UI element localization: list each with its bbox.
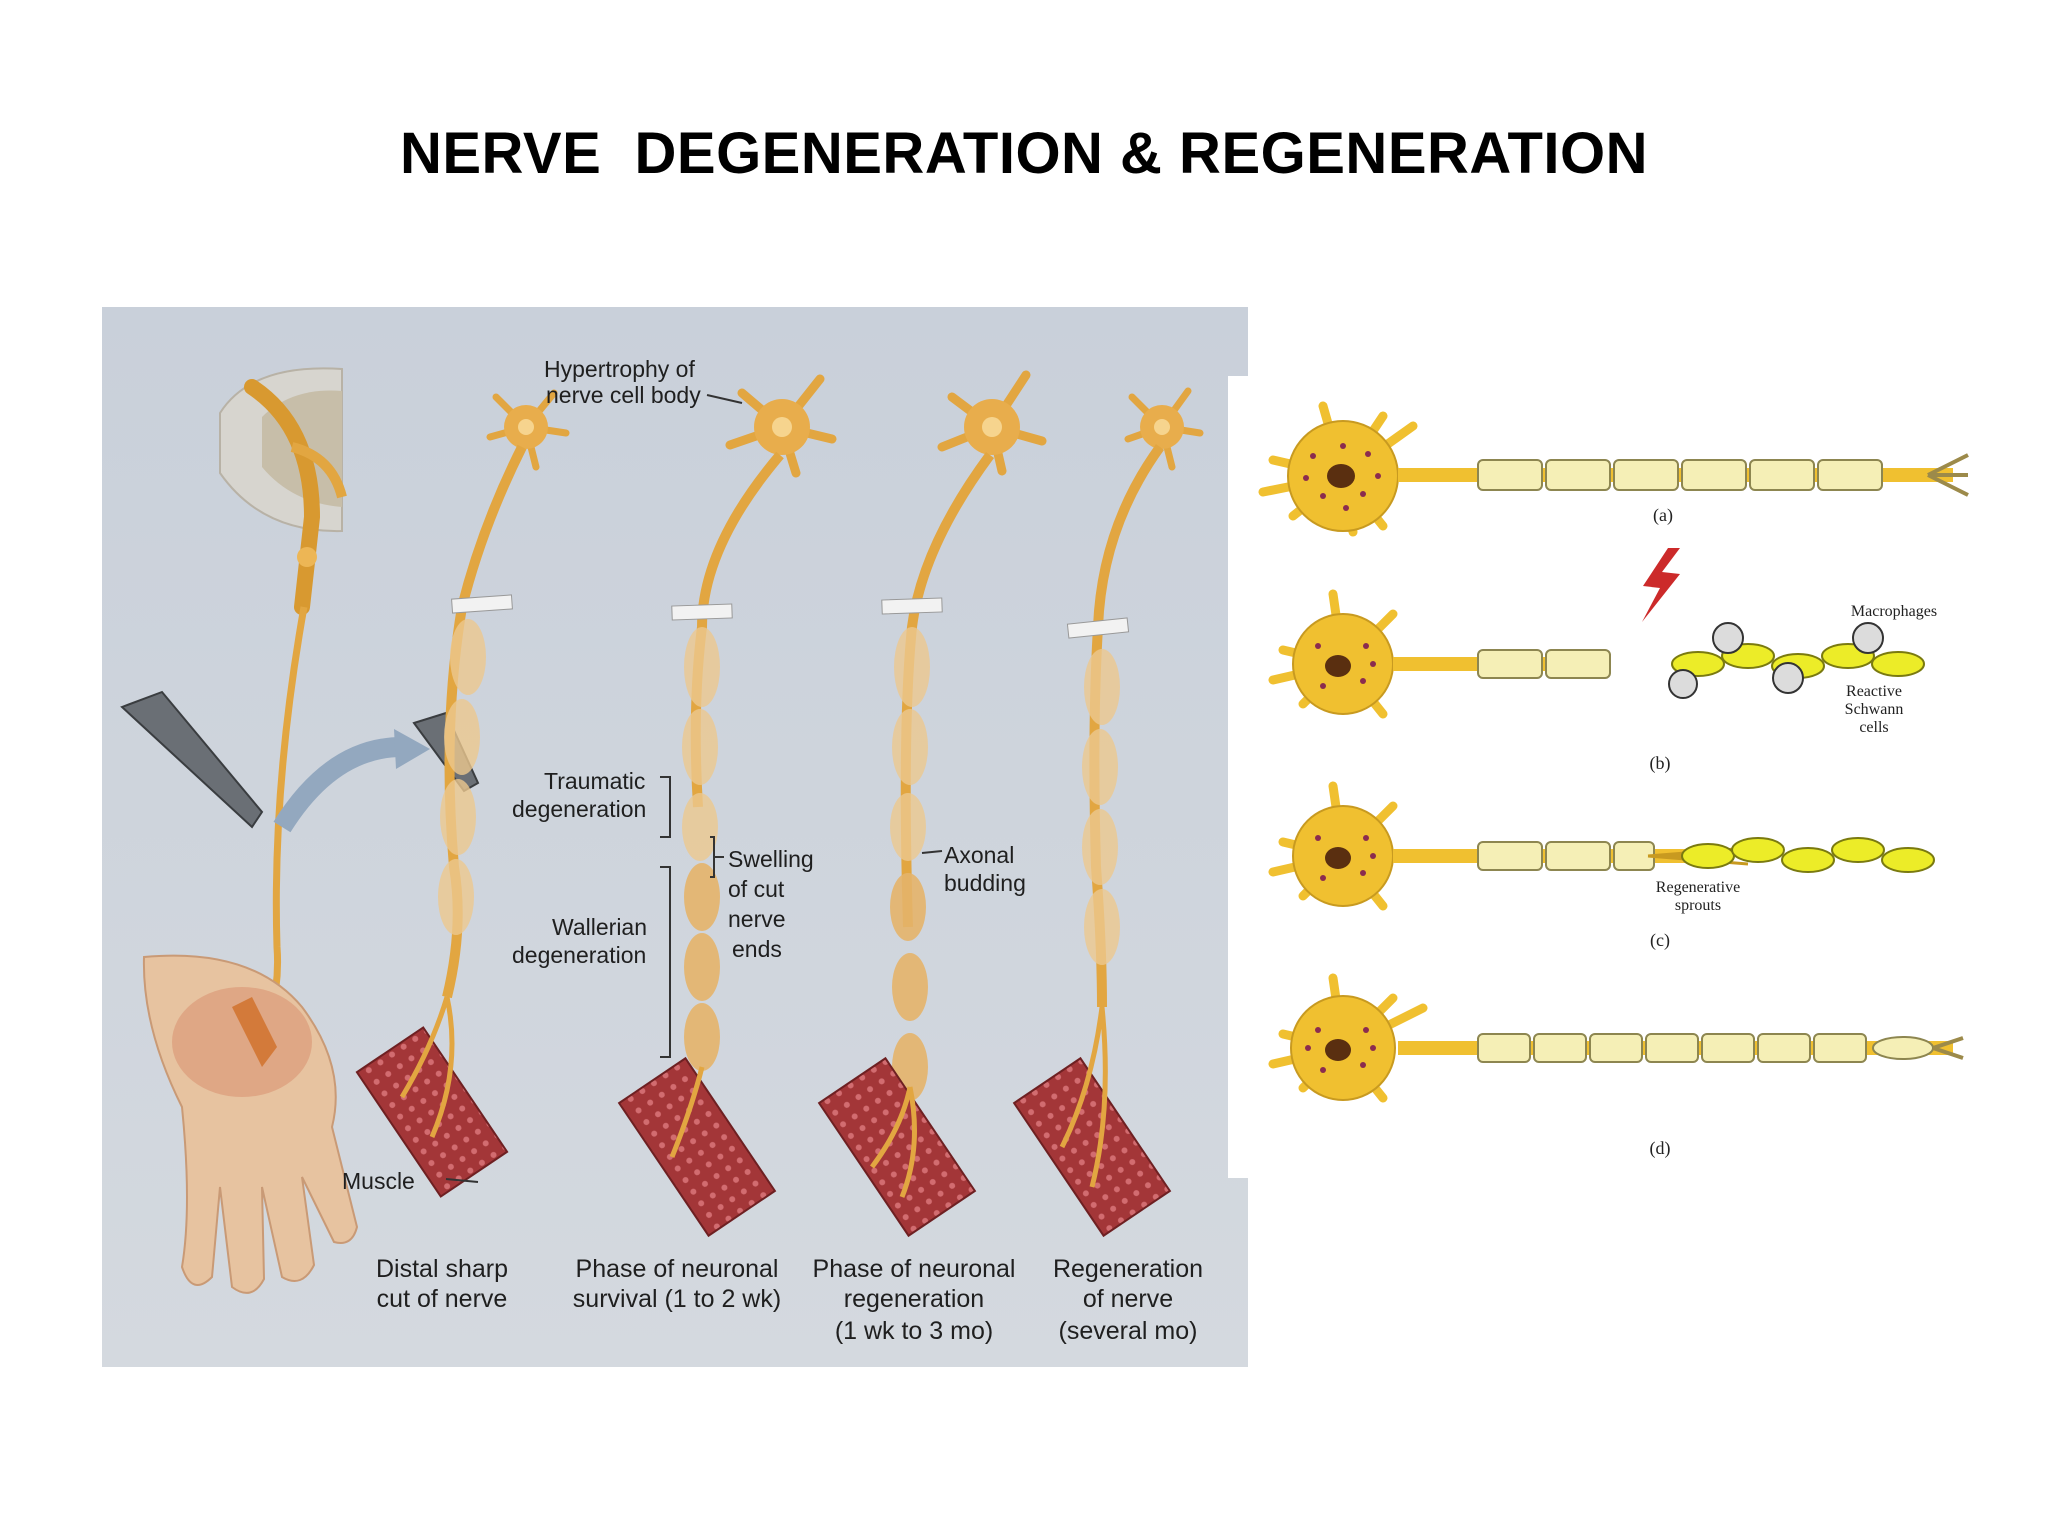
label-traumatic-line2: degeneration [512, 796, 646, 822]
label-reactive-schwann-line1: Reactive [1846, 683, 1902, 700]
caption-2-line2: survival (1 to 2 wk) [573, 1285, 781, 1313]
neuron-stage-4 [1066, 387, 1204, 1008]
label-reactive-schwann-line2: Schwann [1845, 701, 1904, 718]
label-swelling-line3: nerve [728, 906, 786, 932]
caption-4-line1: Regeneration [1053, 1255, 1203, 1283]
label-swelling-line1: Swelling [728, 846, 814, 872]
muscle-block-2 [617, 1056, 777, 1238]
muscle-block-1 [355, 996, 509, 1198]
injury-bolt-icon [1642, 548, 1680, 622]
caption-stage-3: Phase of neuronal regeneration (1 wk to … [813, 1255, 1016, 1345]
nerve-injury-illustration: Hypertrophy of nerve cell body Traumatic… [102, 307, 1248, 1367]
panel-label-a: (a) [1653, 505, 1673, 526]
panel-label-b: (b) [1650, 753, 1671, 774]
neuron-row-a [1258, 401, 1969, 537]
caption-stage-1: Distal sharp cut of nerve [376, 1255, 508, 1313]
label-hypertrophy-line1: Hypertrophy of [544, 356, 695, 382]
page-title: NERVE DEGENERATION & REGENERATION [399, 121, 1649, 186]
caption-1-line1: Distal sharp [376, 1255, 508, 1283]
neuron-stage-1 [438, 389, 570, 999]
label-axonal-line2: budding [944, 870, 1026, 896]
caption-2-line1: Phase of neuronal [576, 1255, 779, 1283]
label-reactive-schwann-line3: cells [1859, 719, 1888, 736]
caption-3-line1: Phase of neuronal [813, 1255, 1016, 1283]
hand-illustration [142, 954, 359, 1294]
caption-4-line2: of nerve [1083, 1285, 1173, 1313]
label-regenerative-sprouts-line2: sprouts [1675, 897, 1721, 914]
label-hypertrophy-line2: nerve cell body [546, 382, 701, 408]
label-wallerian-line1: Wallerian [552, 914, 647, 940]
muscle-block-3 [817, 1056, 977, 1238]
caption-stage-2: Phase of neuronal survival (1 to 2 wk) [573, 1255, 781, 1313]
label-axonal-line1: Axonal [944, 842, 1014, 868]
caption-4-line3: (several mo) [1059, 1317, 1198, 1345]
label-swelling-line2: of cut [728, 876, 785, 902]
neuron-row-d [1268, 973, 1964, 1103]
nerve-regeneration-schematic: (a) Macrophages Reactive Schwann cells (… [1228, 376, 1976, 1178]
panel-label-c: (c) [1650, 930, 1670, 951]
panel-label-d: (d) [1650, 1138, 1671, 1159]
caption-3-line3: (1 wk to 3 mo) [835, 1317, 993, 1345]
label-muscle: Muscle [342, 1168, 415, 1194]
caption-3-line2: regeneration [844, 1285, 984, 1313]
neuron-stage-3 [881, 370, 1047, 1101]
label-macrophages: Macrophages [1851, 603, 1937, 620]
muscle-block-4 [1012, 1006, 1172, 1238]
scalpel-icon [120, 690, 264, 829]
spinal-cord-section [219, 367, 347, 615]
neuron-row-c [1268, 781, 1935, 911]
neuron-stage-2 [671, 374, 837, 1071]
label-wallerian-line2: degeneration [512, 942, 646, 968]
label-regenerative-sprouts-line1: Regenerative [1656, 879, 1740, 896]
neuron-row-b [1268, 589, 1925, 719]
caption-1-line2: cut of nerve [377, 1285, 508, 1313]
transfer-arrow [273, 737, 403, 833]
caption-stage-4: Regeneration of nerve (several mo) [1053, 1255, 1203, 1345]
label-traumatic-line1: Traumatic [544, 768, 645, 794]
label-swelling-line4: ends [732, 936, 782, 962]
